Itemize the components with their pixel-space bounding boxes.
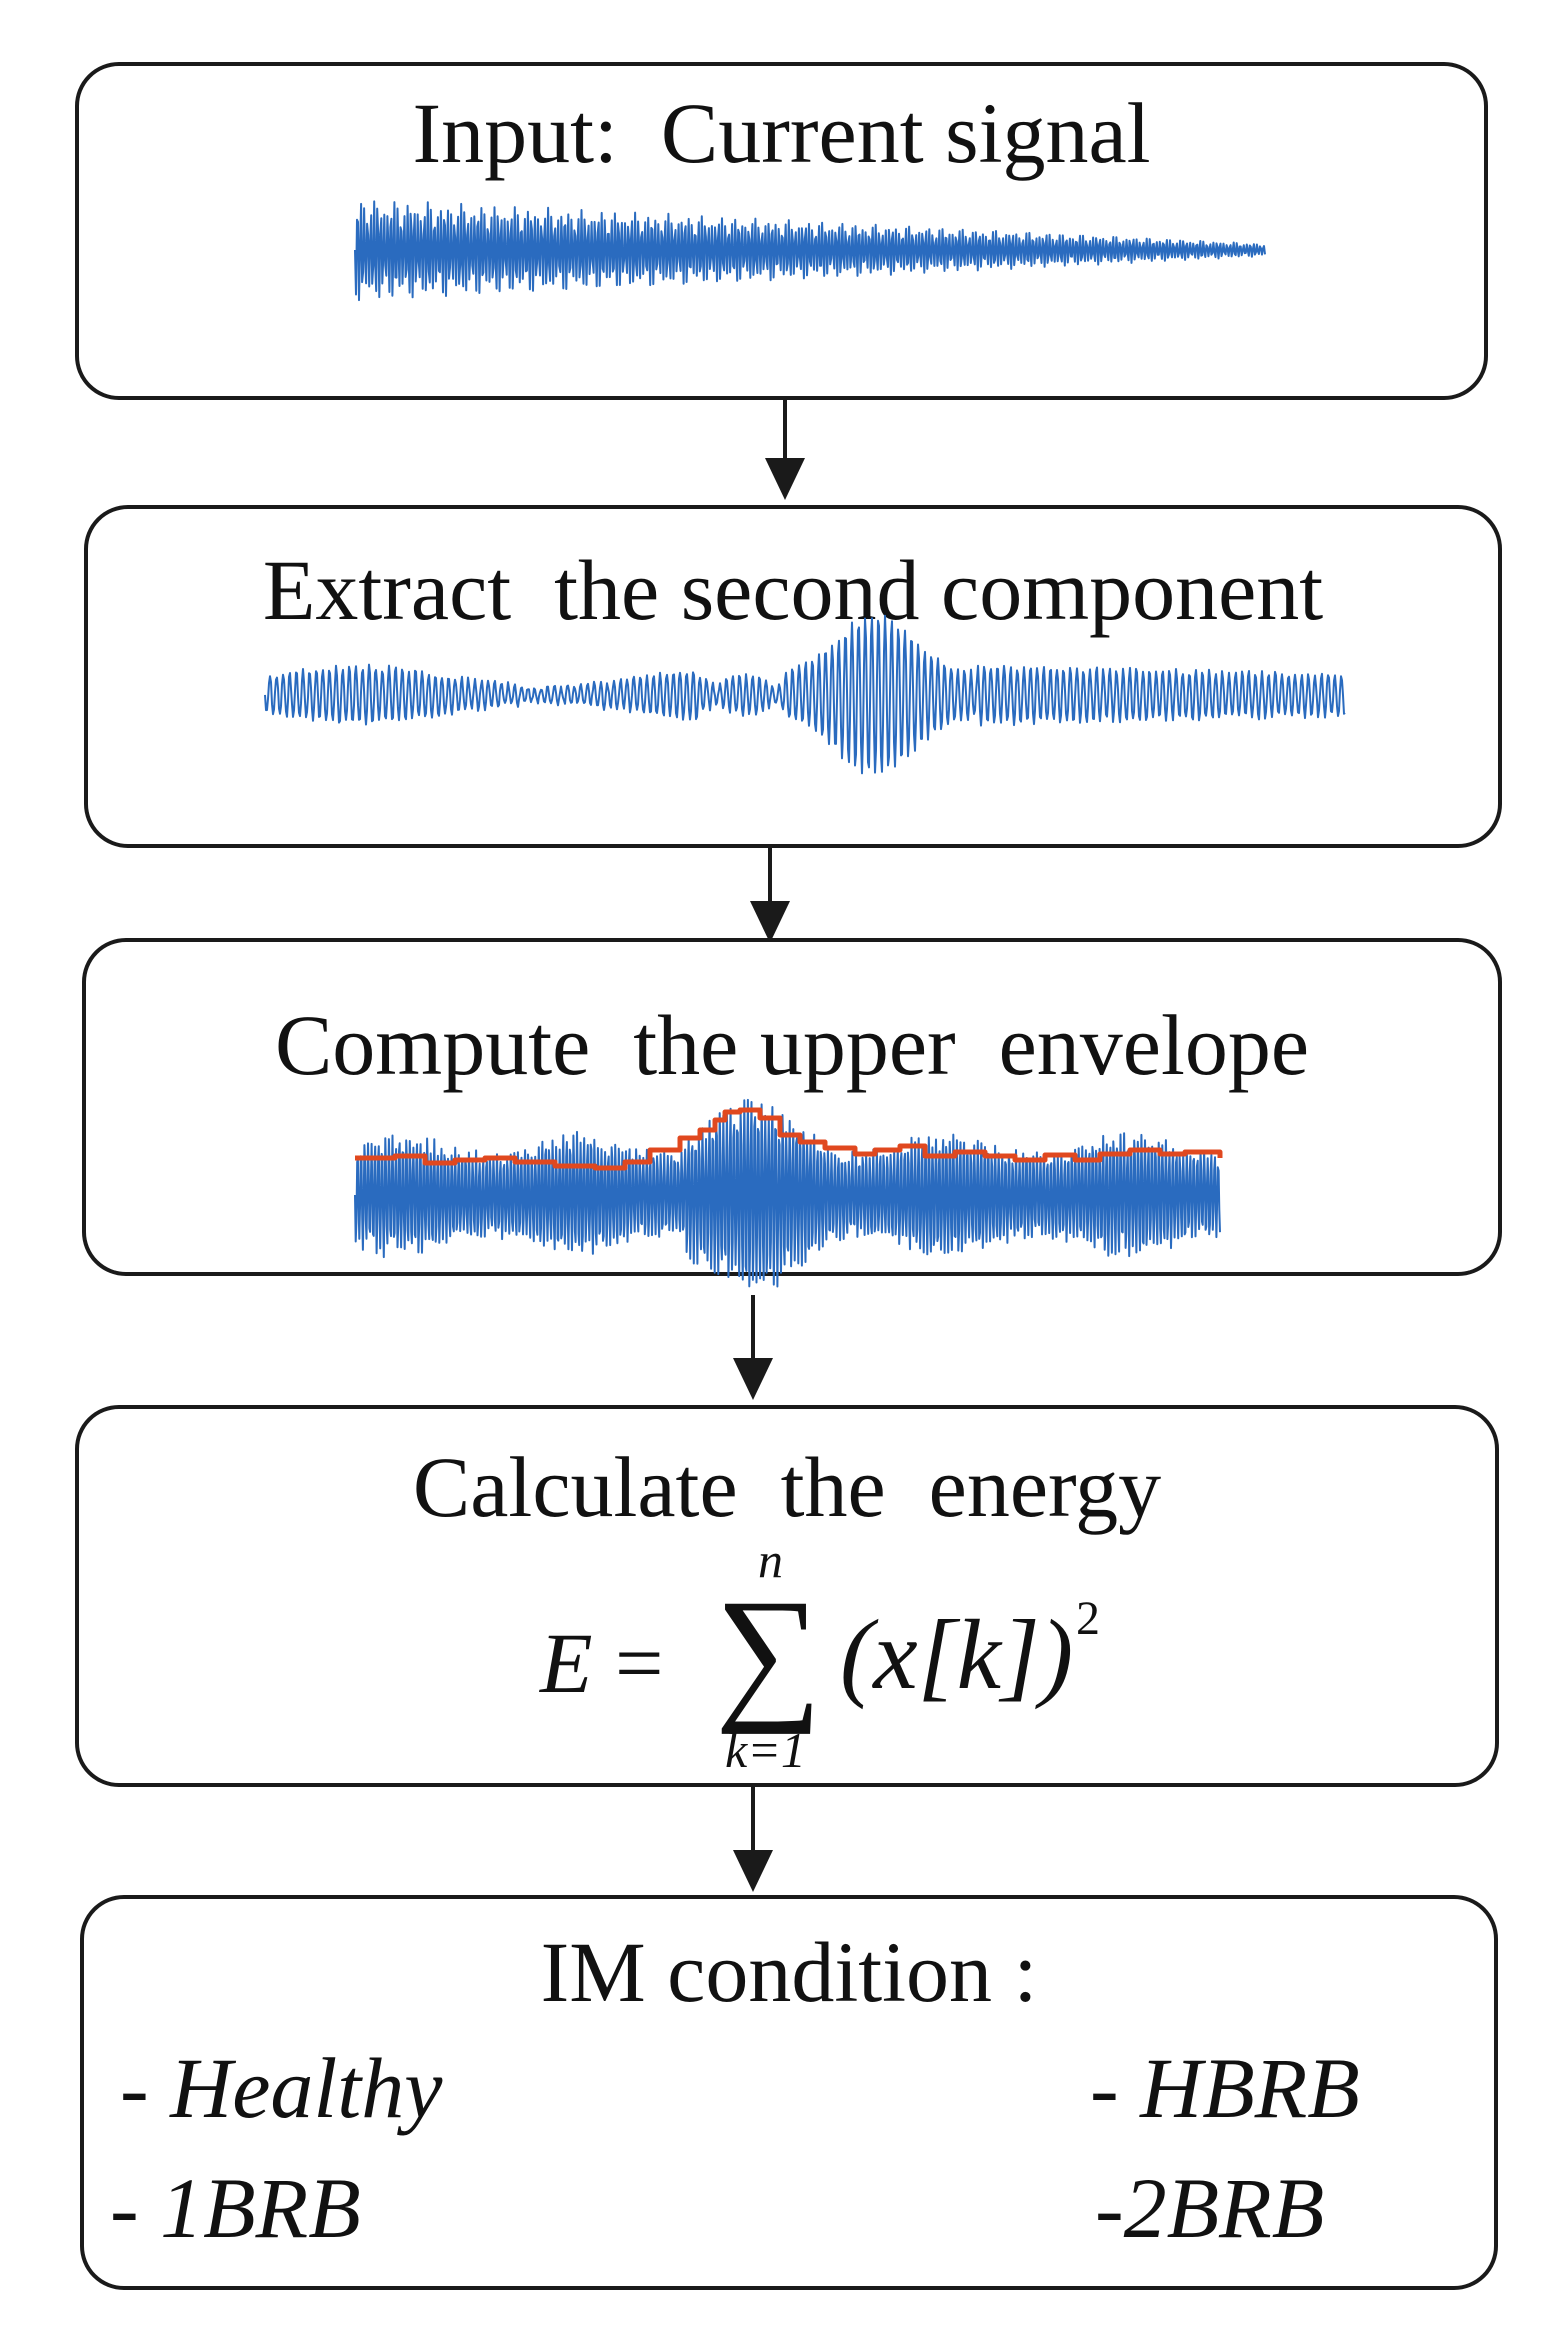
second-component-trace [264,614,1346,775]
formula-lhs: E [540,1615,593,1711]
flow-arrow-2 [750,848,790,943]
upper-envelope-line [355,1107,1223,1171]
flow-arrow-1 [765,400,805,500]
condition-hbrb: - HBRB [1090,2040,1360,2136]
step-envelope-title: Compute the upper envelope [274,997,1310,1093]
flow-arrow-4 [733,1787,773,1892]
formula-upper-limit: n [758,1532,783,1588]
step-input-box: Input: Current signal [75,62,1488,400]
current-signal-trace [354,200,1266,302]
upper-envelope-waveform [354,1098,1223,1288]
step-condition-title: IM condition : [540,1924,1038,2020]
step-extract-box: Extract the second component [84,505,1502,848]
energy-formula: E = n ∑ k=1 (x[k]) 2 [540,1535,1140,1775]
formula-lower-limit: k=1 [725,1722,806,1778]
step-energy-box: Calculate the energy [75,1405,1499,1787]
formula-body: (x[k]) [840,1599,1074,1710]
flow-arrow-3 [733,1295,773,1400]
formula-exponent: 2 [1076,1592,1100,1645]
second-component-waveform [264,614,1346,775]
envelope-signal-trace [354,1098,1221,1288]
step-input-title: Input: Current signal [412,85,1151,181]
current-signal-waveform [354,200,1266,302]
step-energy-title: Calculate the energy [412,1439,1162,1535]
formula-sum-symbol: ∑ [715,1569,822,1735]
step-condition-box: IM condition : [80,1895,1498,2290]
condition-2brb: -2BRB [1095,2160,1325,2256]
condition-healthy: - Healthy [120,2040,443,2136]
step-extract-title: Extract the second component [262,542,1324,638]
condition-1brb: - 1BRB [110,2160,361,2256]
formula-equals: = [615,1615,664,1711]
